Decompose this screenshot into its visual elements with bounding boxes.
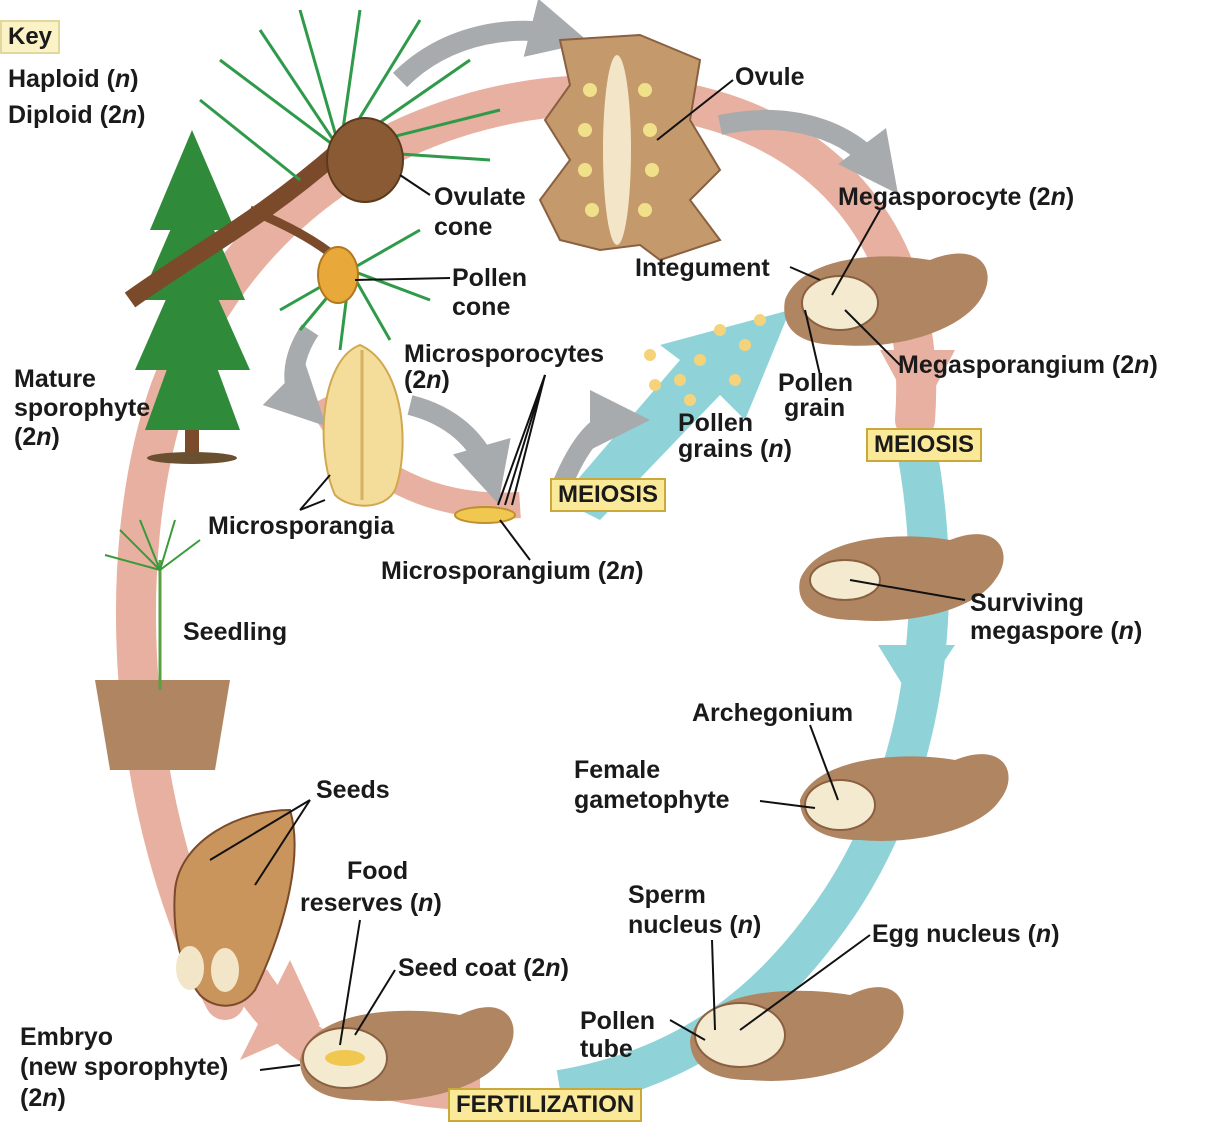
- label-sperm-1: Sperm: [628, 882, 706, 909]
- label-female-2: gametophyte: [574, 787, 730, 814]
- label-embryo-2: (new sporophyte): [20, 1054, 228, 1081]
- meiosis-label-left: MEIOSIS: [550, 478, 666, 512]
- label-seed-coat: Seed coat (2n): [398, 955, 569, 982]
- ovule-section-3: [800, 754, 1009, 841]
- label-megasporangium: Megasporangium (2n): [898, 352, 1158, 379]
- label-microsporangia: Microsporangia: [208, 513, 394, 540]
- label-archegonium: Archegonium: [692, 700, 853, 727]
- label-surviving-1: Surviving: [970, 590, 1084, 617]
- pollen-cone-shape: [318, 247, 358, 303]
- label-pollen-cone-1: Pollen: [452, 265, 527, 292]
- label-sperm-2: nucleus (n): [628, 912, 761, 939]
- label-pollen-tube-1: Pollen: [580, 1008, 655, 1035]
- seeds-shape: [174, 810, 294, 1006]
- key-haploid: Haploid (n): [8, 66, 139, 93]
- gray-arrow-top: [400, 31, 560, 80]
- ovule-section-fertilized: [300, 1007, 514, 1101]
- label-mature-2: sporophyte: [14, 395, 150, 422]
- label-pollen-grain-2: grain: [784, 395, 845, 422]
- label-food-2: reserves (n): [300, 890, 442, 917]
- label-female-1: Female: [574, 757, 660, 784]
- fertilization-label: FERTILIZATION: [448, 1088, 642, 1122]
- ovulate-cone-section: [540, 35, 720, 260]
- label-pollen-tube-2: tube: [580, 1036, 633, 1063]
- label-seedling: Seedling: [183, 619, 287, 646]
- label-ovule: Ovule: [735, 64, 804, 91]
- ovule-section-4: [690, 987, 904, 1081]
- label-integument: Integument: [635, 255, 770, 282]
- gray-arrow-left: [294, 330, 310, 405]
- pollen-cone-section: [324, 345, 403, 506]
- mature-sporophyte-tree: [135, 130, 250, 464]
- label-ovulate-cone-1: Ovulate: [434, 184, 526, 211]
- label-pollen-grains-1: Pollen: [678, 410, 753, 437]
- label-food-1: Food: [347, 858, 408, 885]
- label-ovulate-cone-2: cone: [434, 214, 492, 241]
- label-microsporangium: Microsporangium (2n): [381, 558, 644, 585]
- label-embryo-1: Embryo: [20, 1024, 113, 1051]
- key-title: Key: [0, 20, 60, 54]
- label-microsporocytes-1: Microsporocytes: [404, 341, 604, 368]
- microsporangium-shape: [455, 507, 515, 523]
- label-megasporocyte: Megasporocyte (2n): [838, 184, 1074, 211]
- label-pollen-grains-2: grains (n): [678, 436, 792, 463]
- label-mature-1: Mature: [14, 366, 96, 393]
- haploid-arrowhead-1: [878, 645, 955, 705]
- label-pollen-cone-2: cone: [452, 294, 510, 321]
- key-diploid: Diploid (2n): [8, 102, 146, 129]
- label-seeds: Seeds: [316, 777, 390, 804]
- label-egg: Egg nucleus (n): [872, 921, 1060, 948]
- label-embryo-3: (2n): [20, 1085, 66, 1112]
- ovule-section-1: [784, 254, 987, 346]
- label-microsporocytes-2: (2n): [404, 367, 450, 394]
- meiosis-label-right: MEIOSIS: [866, 428, 982, 462]
- label-pollen-grain-1: Pollen: [778, 370, 853, 397]
- label-surviving-2: megaspore (n): [970, 618, 1142, 645]
- ovulate-cone-shape: [327, 118, 403, 202]
- gray-arrow-micro: [410, 405, 490, 475]
- label-mature-3: (2n): [14, 424, 60, 451]
